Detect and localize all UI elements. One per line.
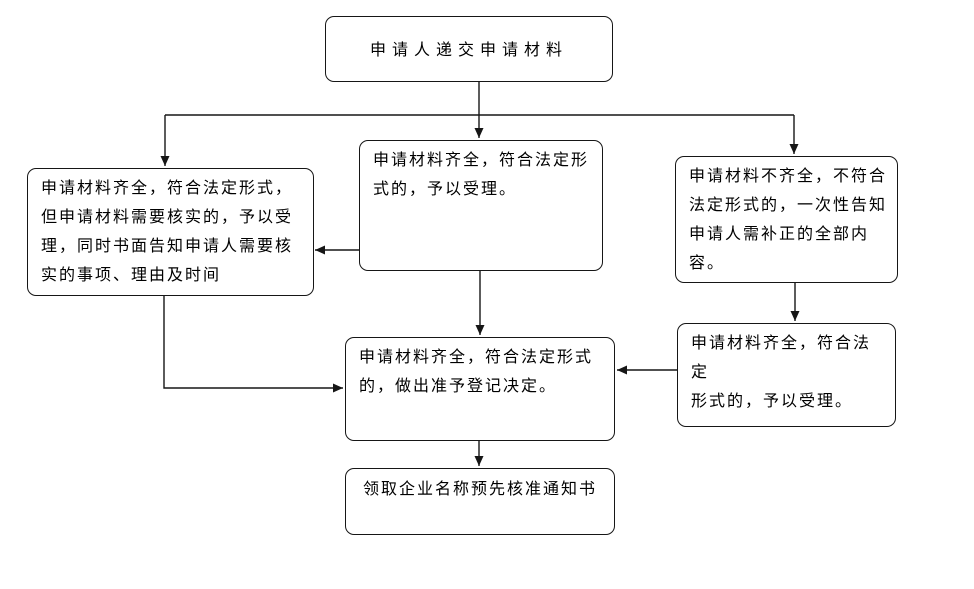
- node-incomplete-notify: 申请材料不齐全，不符合 法定形式的，一次性告知 申请人需补正的全部内 容。: [675, 156, 898, 283]
- node-receive-notice: 领取企业名称预先核准通知书: [345, 468, 615, 535]
- node-submit-materials: 申请人递交申请材料: [325, 16, 613, 82]
- node-accepted: 申请材料齐全，符合法定形 式的，予以受理。: [359, 140, 603, 271]
- node-approval-decision: 申请材料齐全，符合法定形式 的，做出准予登记决定。: [345, 337, 615, 441]
- node-accepted-after-correction: 申请材料齐全，符合法定 形式的，予以受理。: [677, 323, 896, 427]
- node-needs-verification: 申请材料齐全，符合法定形式， 但申请材料需要核实的，予以受 理，同时书面告知申请…: [27, 168, 314, 296]
- connector-verify-to-decision: [163, 296, 343, 393]
